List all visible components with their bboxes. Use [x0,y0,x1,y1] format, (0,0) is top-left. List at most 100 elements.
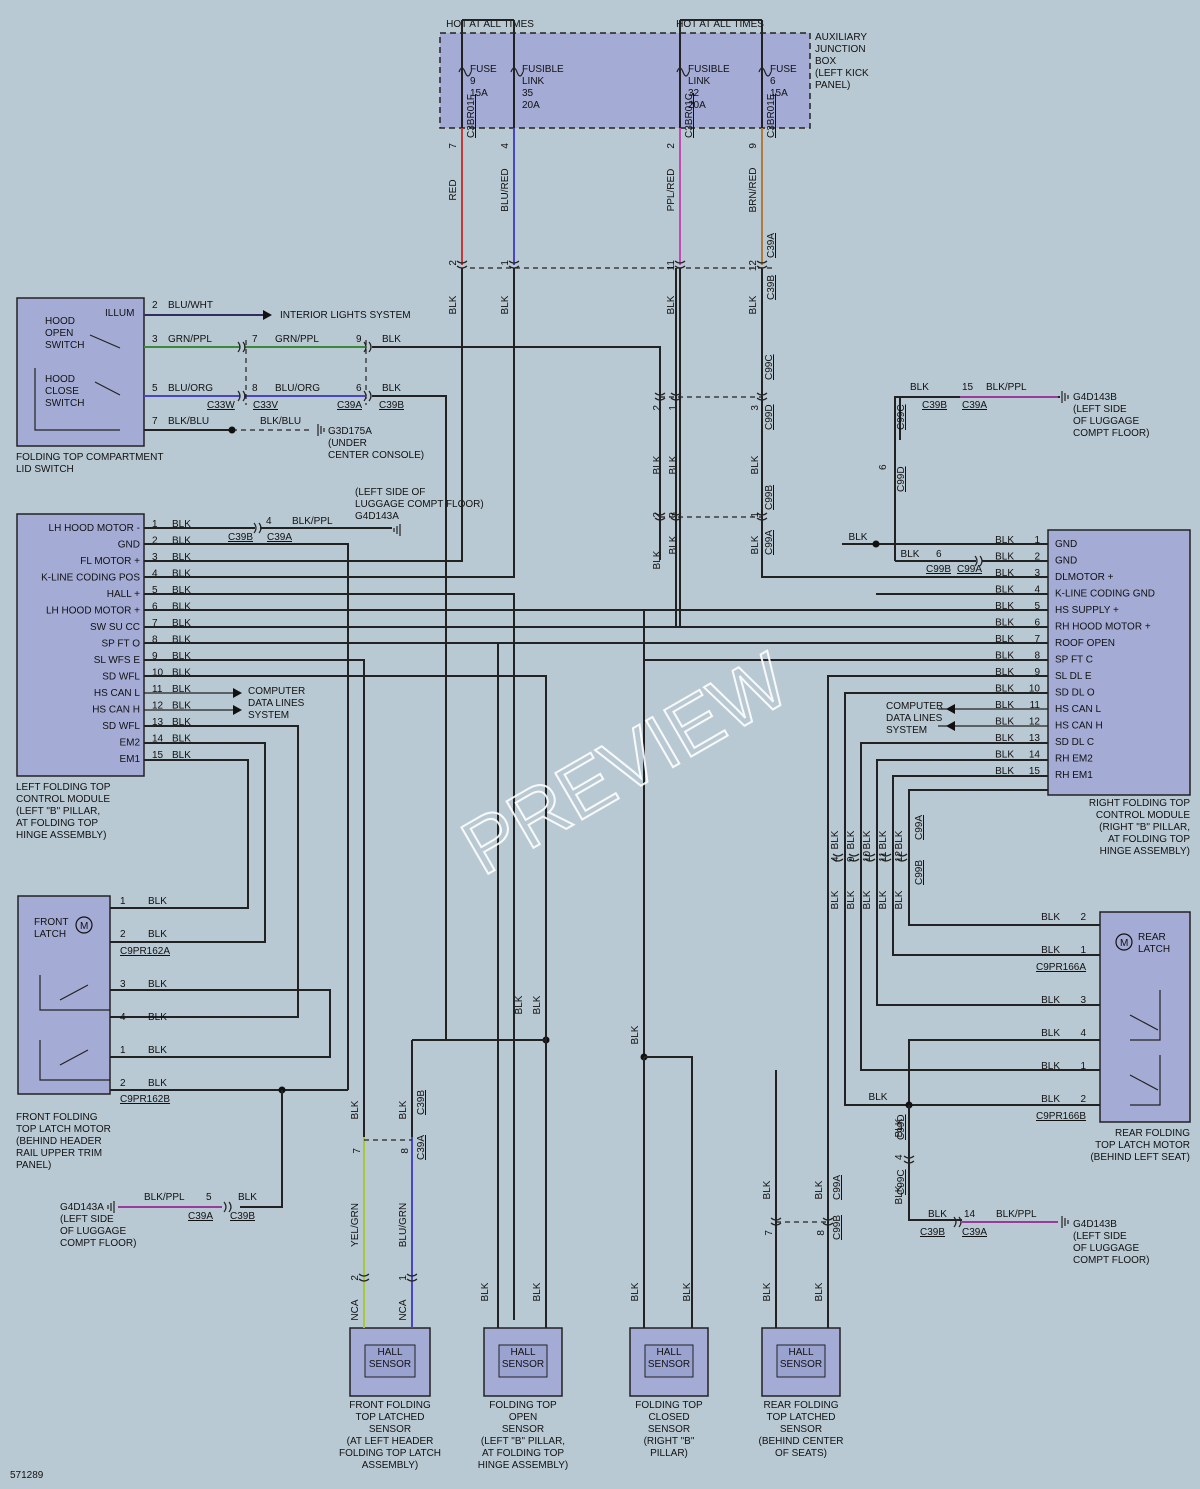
wire-color: BLK [148,979,167,990]
connector [832,853,844,862]
wire-color: BLK [995,634,1014,645]
motor-icon-label: M [1120,938,1128,949]
data-arrow-r-head [946,721,955,731]
sensor-caption: SENSOR [502,1424,544,1435]
sensor-caption: FOLDING TOP [635,1400,703,1411]
pin: 3 [750,405,761,411]
right-module-pin-label: RH EM1 [1055,770,1093,781]
connector-label: C39B [920,1227,945,1238]
g3d175a-label: G3D175A [328,426,372,437]
wire-blk [144,675,547,1320]
connector-label: C9PR166A [1036,962,1086,973]
fuse-label: FUSE [770,64,797,75]
pin: 13 [1029,733,1041,744]
right-module-caption: (RIGHT "B" PILLAR, [1099,822,1190,833]
wire-blk [110,742,266,943]
wire-color: BLK [448,295,459,314]
rear-latch-caption: (BEHIND LEFT SEAT) [1090,1152,1190,1163]
pin: 5 [206,1192,212,1203]
pin: 7 [152,618,158,629]
wire-color: BLK [172,750,191,761]
pin: 15 [962,382,974,393]
wire-color: BLK [172,536,191,547]
fuse-label: 32 [688,88,700,99]
wire-color: BLK [652,550,663,569]
left-module-caption: HINGE ASSEMBLY) [16,830,106,841]
wire-color: BLK [846,830,857,849]
wire-color: BLK [995,552,1014,563]
pin: 11 [666,260,677,271]
wire-blk [827,675,1048,1320]
pin: 6 [1034,618,1040,629]
wire-color: BLK [762,1282,773,1301]
wire-color: BLK [878,890,889,909]
wire-blk [876,759,1100,1006]
pin: 6 [152,602,158,613]
wire-color: BLK [148,1012,167,1023]
connector-label: C39A [962,1227,987,1238]
hall-sensor-label: SENSOR [780,1359,822,1370]
ground-icon [107,1201,115,1213]
rear-latch-caption: REAR FOLDING [1115,1128,1190,1139]
wire-blk [372,346,661,390]
pin: 2 [120,929,126,940]
left-module-pin-label: HS CAN H [92,705,140,716]
right-module-pin-label: SD DL C [1055,737,1094,748]
g3d175a-label: CENTER CONSOLE) [328,450,424,461]
wire-blk [144,268,681,628]
connector-label: C3BR01C [684,93,695,138]
wire-color: BLK [878,830,889,849]
wire-color: BLU/WHT [168,300,213,311]
wire-color: BLK [814,1180,825,1199]
pin: 3 [120,979,126,990]
sensor-caption: HINGE ASSEMBLY) [478,1460,568,1471]
hot-label-2: HOT AT ALL TIMES [676,19,764,30]
left-module-pin-label: SD WFL [102,672,140,683]
front-latch-caption: RAIL UPPER TRIM [16,1148,102,1159]
wire-color: BLK [995,717,1014,728]
wire-color: BLK [901,549,920,560]
sensor-caption: TOP LATCHED [356,1412,425,1423]
right-module-pin-label: SD DL O [1055,688,1095,699]
wire-color: BLK [995,535,1014,546]
pin: 3 [668,512,679,518]
wire-blk [372,395,447,1040]
sensor-caption: PILLAR) [650,1448,688,1459]
wire-color: BLK [172,684,191,695]
wire-color: BLK/PPL [144,1192,185,1203]
pin: 15 [152,750,164,761]
fuse-icon [676,67,690,77]
computer-data-lines-right: DATA LINES [886,713,943,724]
connector-label: C99B [914,860,925,885]
wire-blk [110,725,299,1018]
wire-color: BLK [1041,1028,1060,1039]
wire-blk [144,268,515,578]
pin: 15 [1029,766,1041,777]
hall-sensor-inner [776,1344,826,1378]
wire-color: BLK/PPL [986,382,1027,393]
hood-close-switch-label: CLOSE [45,386,79,397]
wire-color: BLK [995,750,1014,761]
wire-blk [144,609,645,1320]
fuse-icon [510,67,524,77]
left-module-pin-label: K-LINE CODING POS [41,573,140,584]
wire-color: BLK [894,1185,905,1204]
connector [756,392,768,401]
switch-path [34,368,120,431]
hot-label-1: HOT AT ALL TIMES [446,19,534,30]
wire-color: BLK/BLU [260,416,301,427]
pin: 1 [500,260,511,266]
pin: 1 [120,1045,126,1056]
g4d143a-bottom-label: G4D143A [60,1202,104,1213]
wire-blk [144,543,349,1090]
right-module-pin-label: RH EM2 [1055,754,1093,765]
splice [228,426,236,434]
right-module-pin-label: SL DL E [1055,671,1092,682]
left-module-pin-label: SL WFS E [94,655,141,666]
right-module-pin-label: GND [1055,556,1077,567]
g4d143a-bottom-label: (LEFT SIDE [60,1214,114,1225]
computer-data-lines-label: DATA LINES [248,698,305,709]
pin: 2 [1080,912,1086,923]
pin: 9 [748,143,759,149]
pin: 2 [666,143,677,149]
